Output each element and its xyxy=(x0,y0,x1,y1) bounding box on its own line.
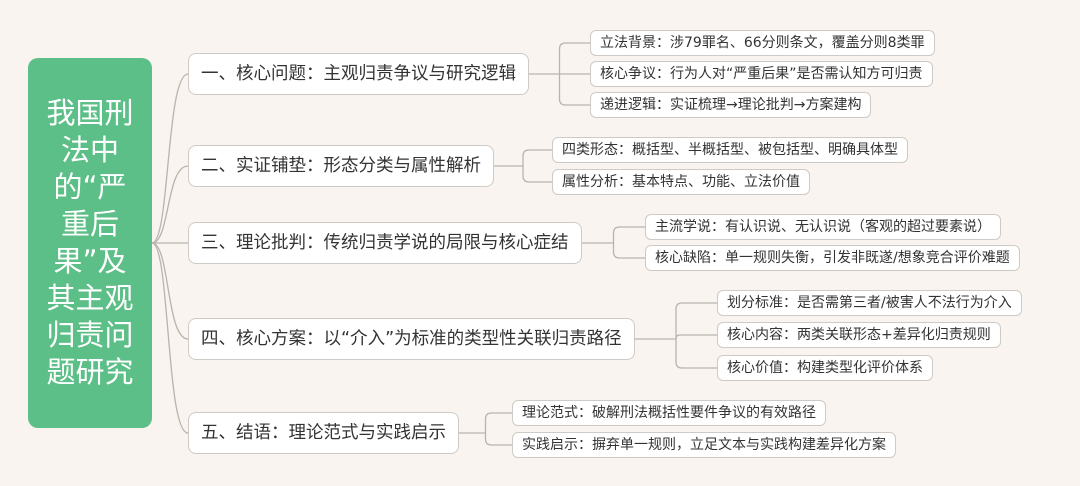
root-topic[interactable]: 我国刑法中的“严重后果”及其主观归责问题研究 xyxy=(28,58,152,428)
leaf-node[interactable]: 核心内容：两类关联形态+差异化归责规则 xyxy=(717,322,1001,348)
connector-line xyxy=(675,339,717,369)
connector-line xyxy=(558,74,590,106)
leaf-node[interactable]: 核心缺陷：单一规则失衡，引发非既遂/想象竞合评价难题 xyxy=(645,245,1020,271)
leaf-node[interactable]: 递进逻辑：实证梳理→理论批判→方案建构 xyxy=(590,92,872,118)
branch-theory-critique[interactable]: 三、理论批判：传统归责学说的局限与核心症结 xyxy=(188,222,582,264)
connector-line xyxy=(675,334,717,340)
leaf-node[interactable]: 实践启示：摒弃单一规则，立足文本与实践构建差异化方案 xyxy=(512,432,896,458)
leaf-node[interactable]: 核心价值：构建类型化评价体系 xyxy=(717,355,933,381)
leaf-node[interactable]: 划分标准：是否需第三者/被害人不法行为介入 xyxy=(717,290,1022,316)
branch-conclusion[interactable]: 五、结语：理论范式与实践启示 xyxy=(188,412,459,454)
leaf-node[interactable]: 核心争议：行为人对“严重后果”是否需认知方可归责 xyxy=(590,61,933,87)
connector-line xyxy=(612,243,645,259)
leaf-node[interactable]: 主流学说：有认识说、无认识说（客观的超过要素说） xyxy=(645,214,1001,240)
branch-empirical[interactable]: 二、实证铺垫：形态分类与属性解析 xyxy=(188,145,494,187)
leaf-node[interactable]: 理论范式：破解刑法概括性要件争议的有效路径 xyxy=(512,400,826,426)
leaf-node[interactable]: 立法背景：涉79罪名、66分则条文，覆盖分则8类罪 xyxy=(590,30,935,56)
branch-core-issue[interactable]: 一、核心问题：主观归责争议与研究逻辑 xyxy=(188,53,529,95)
connector-line xyxy=(522,149,552,166)
connector-line xyxy=(484,412,512,433)
branch-core-solution[interactable]: 四、核心方案：以“介入”为标准的类型性关联归责路径 xyxy=(188,318,635,360)
connector-line xyxy=(558,42,590,74)
connector-line xyxy=(675,302,717,339)
connector-line xyxy=(151,242,189,434)
root-title: 我国刑法中的“严重后果”及其主观归责问题研究 xyxy=(46,96,134,389)
connector-line xyxy=(612,226,645,243)
connector-line xyxy=(151,242,189,340)
connector-line xyxy=(151,165,189,244)
connector-line xyxy=(151,73,189,244)
leaf-node[interactable]: 属性分析：基本特点、功能、立法价值 xyxy=(552,169,810,195)
connector-line xyxy=(522,166,552,183)
connector-line xyxy=(484,433,512,446)
leaf-node[interactable]: 四类形态：概括型、半概括型、被包括型、明确具体型 xyxy=(552,137,908,163)
